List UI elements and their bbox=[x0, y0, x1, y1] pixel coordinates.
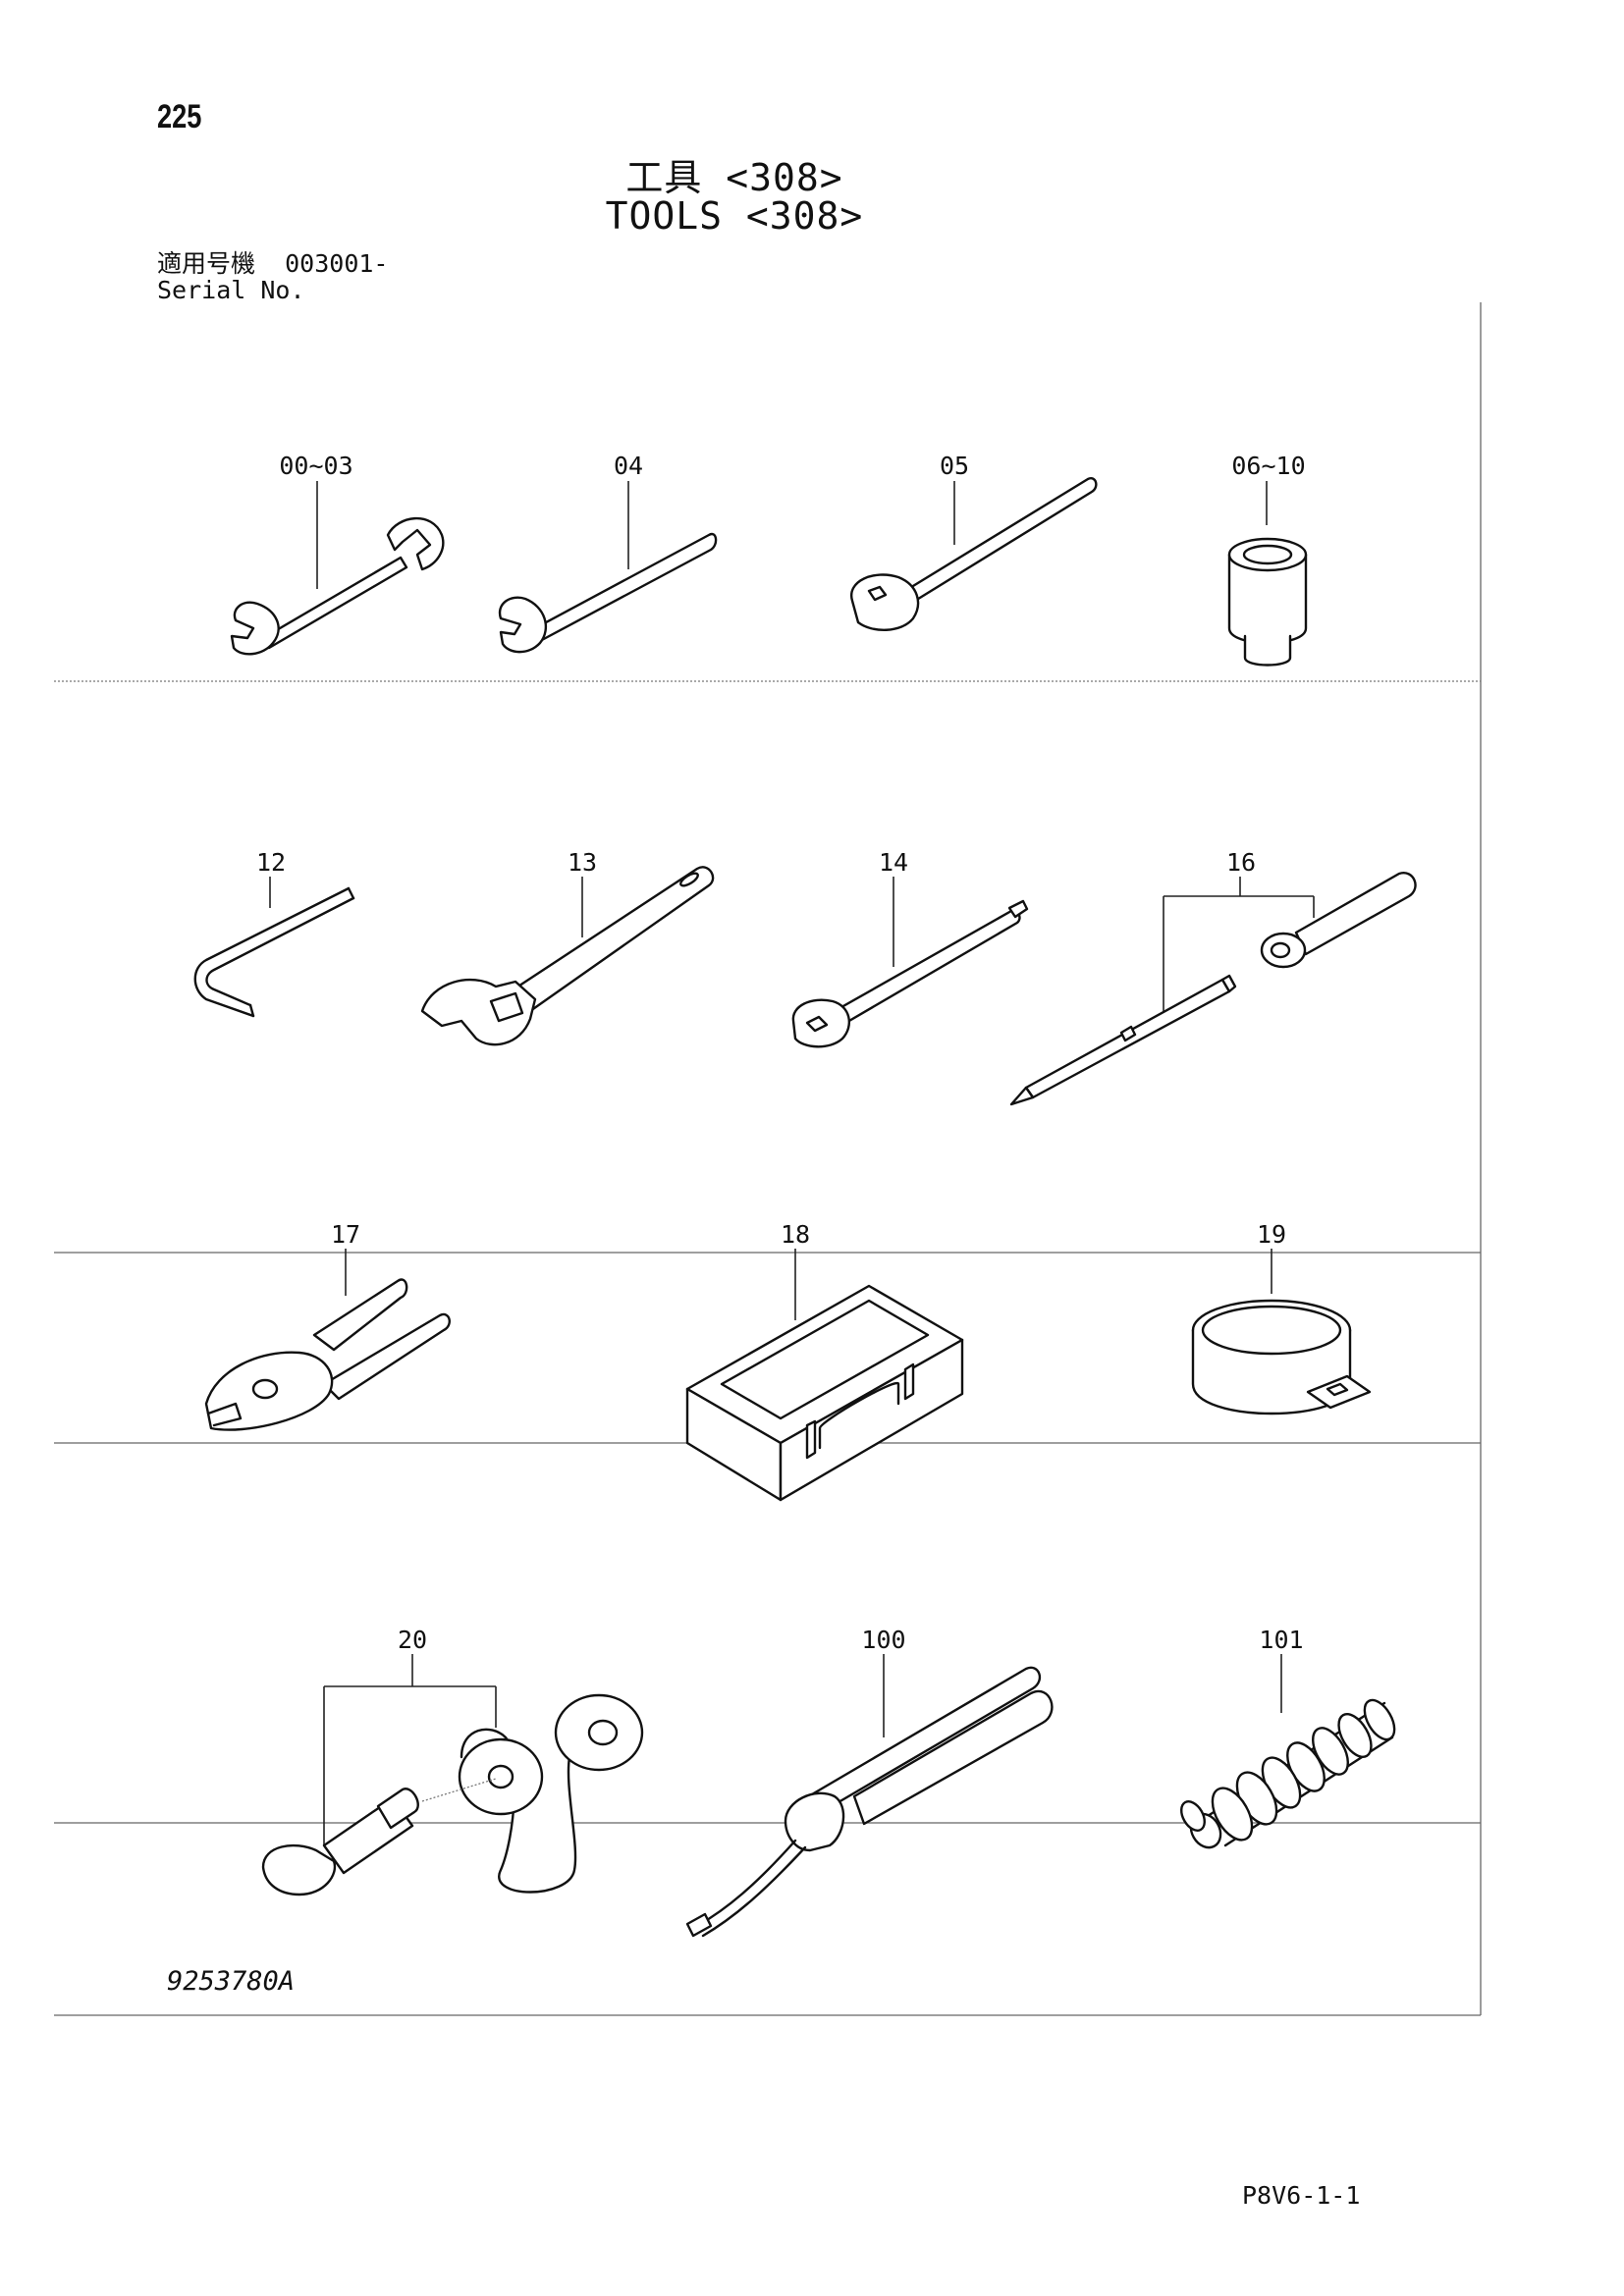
callout-label: 12 bbox=[255, 848, 287, 877]
callout-label: 04 bbox=[613, 452, 644, 480]
callout-label: 16 bbox=[1225, 848, 1257, 877]
serial-label: Serial No. bbox=[157, 276, 305, 304]
callout-label: 101 bbox=[1259, 1626, 1304, 1654]
callout-label: 19 bbox=[1256, 1220, 1287, 1249]
callout-label: 00~03 bbox=[279, 452, 353, 480]
callout-label: 20 bbox=[397, 1626, 428, 1654]
callout-label: 100 bbox=[861, 1626, 906, 1654]
extension-bar-icon bbox=[791, 877, 1029, 1048]
footer-code: P8V6-1-1 bbox=[1242, 2181, 1361, 2210]
callout-label: 05 bbox=[939, 452, 970, 480]
socket-icon bbox=[1227, 481, 1308, 667]
page-title-japanese: 工具 <308> bbox=[625, 156, 843, 199]
serial-label-japanese: 適用号機 bbox=[157, 249, 256, 278]
page-number: 225 bbox=[157, 98, 202, 135]
screwdriver-set-icon bbox=[1009, 872, 1417, 1106]
tool-box-icon bbox=[685, 1249, 964, 1502]
spring-icon bbox=[1180, 1654, 1396, 1849]
adjustable-wrench-icon bbox=[420, 866, 715, 1046]
serial-value: 003001- bbox=[285, 249, 389, 278]
single-open-wrench-icon bbox=[498, 481, 718, 654]
filter-wrench-band-icon bbox=[1191, 1249, 1372, 1415]
serial-number-block: 適用号機 003001- Serial No. bbox=[157, 250, 388, 303]
shackle-with-pin-icon bbox=[261, 1654, 644, 1896]
pliers-icon bbox=[204, 1249, 451, 1431]
page-title: TOOLS <308> bbox=[605, 194, 864, 238]
callout-label: 17 bbox=[330, 1220, 361, 1249]
drawing-code: 9253780A bbox=[167, 1966, 296, 1997]
hex-key-icon bbox=[193, 877, 355, 1018]
callout-label: 06~10 bbox=[1231, 452, 1306, 480]
grease-gun-icon bbox=[685, 1654, 1054, 1938]
open-end-wrench-icon bbox=[230, 481, 445, 656]
callout-label: 18 bbox=[780, 1220, 811, 1249]
ratchet-handle-icon bbox=[850, 477, 1098, 631]
callout-label: 14 bbox=[878, 848, 909, 877]
callout-label: 13 bbox=[567, 848, 598, 877]
